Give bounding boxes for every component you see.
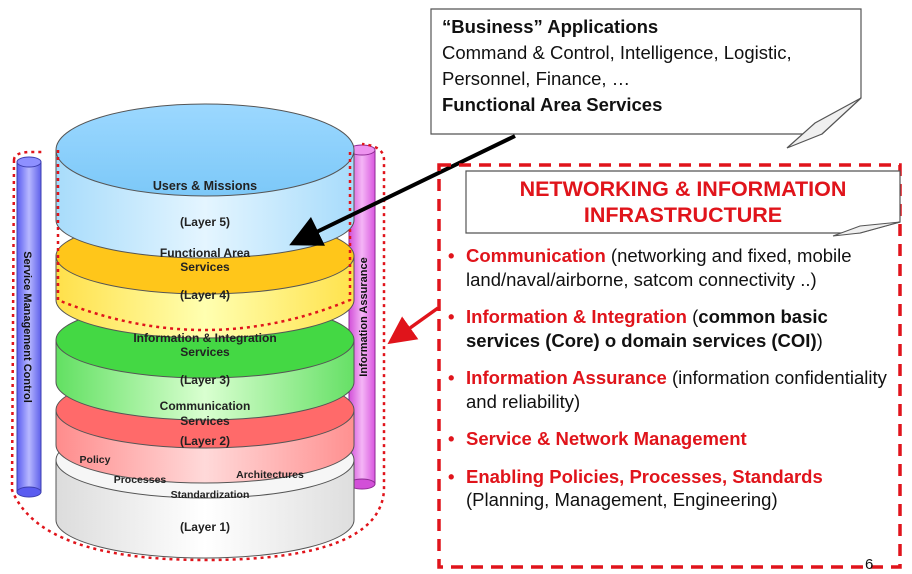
layer4-label: (Layer 4) — [180, 288, 230, 302]
bullet-dot: • — [448, 428, 455, 449]
list-item: • Communication (networking and fixed, m… — [446, 244, 901, 291]
layer-5-disk — [55, 103, 355, 259]
list-item: • Enabling Policies, Processes, Standard… — [446, 465, 901, 512]
bullet-dot: • — [448, 367, 455, 388]
item-rest: (networking and fixed, mobile land/naval… — [466, 245, 852, 290]
layer1-processes: Processes — [114, 474, 167, 486]
layer1-policy: Policy — [80, 454, 111, 466]
infrastructure-list: • Communication (networking and fixed, m… — [446, 244, 901, 526]
layer3-title-line1: Information & Integration — [133, 331, 276, 345]
item-head: Information & Integration — [466, 306, 687, 327]
callout-line1: Command & Control, Intelligence, Logisti… — [442, 42, 792, 63]
layer4-title-line1: Functional Area — [160, 246, 251, 260]
bullet-dot: • — [448, 465, 455, 487]
stack-dotted-outline — [10, 142, 386, 562]
assurance-arrow — [387, 306, 440, 345]
layer1-architectures: Architectures — [236, 469, 304, 481]
item-head: Service & Network Management — [466, 428, 747, 449]
item-rest: (Planning, Management, Engineering) — [466, 489, 778, 510]
bullet-dot: • — [448, 245, 455, 266]
layer2-title-line1: Communication — [160, 399, 251, 413]
banner-line2: INFRASTRUCTURE — [583, 203, 783, 227]
information-assurance-label: Information Assurance — [358, 257, 370, 376]
bullet-dot: • — [448, 306, 455, 327]
callout-fold — [786, 97, 862, 149]
banner-fold — [832, 221, 901, 237]
list-item: • Information & Integration (common basi… — [446, 305, 901, 352]
service-management-label: Service Management Control — [21, 251, 33, 403]
callout-title: “Business” Applications — [442, 16, 659, 37]
layer1-label: (Layer 1) — [180, 520, 230, 534]
layer1-standardization: Standardization — [171, 489, 250, 501]
callout-text: “Business” Applications Command & Contro… — [442, 14, 852, 118]
layer5-title: Users & Missions — [153, 179, 257, 193]
item-rest: (information confidentiality and reliabi… — [466, 367, 887, 412]
item-tail: ) — [816, 329, 823, 351]
service-management-pillar — [16, 156, 42, 498]
callout-arrow — [289, 134, 516, 246]
callout-line3: Functional Area Services — [442, 94, 663, 115]
functional-area-dotted-outline — [56, 150, 352, 332]
layer3-title-line2: Services — [180, 345, 230, 359]
item-bold: common basic services (Core) o domain se… — [466, 306, 828, 351]
item-mid: ( — [686, 306, 699, 327]
layer4-title-line2: Services — [180, 260, 230, 274]
page-number: 6 — [865, 556, 874, 573]
item-head: Information Assurance — [466, 367, 667, 388]
banner-line1: NETWORKING & INFORMATION — [519, 177, 847, 201]
item-head: Communication — [466, 245, 606, 266]
list-item: • Service & Network Management — [446, 427, 901, 451]
layer3-label: (Layer 3) — [180, 373, 230, 387]
list-item: • Information Assurance (information con… — [446, 366, 901, 413]
layer2-title-line2: Services — [180, 414, 230, 428]
banner-text: NETWORKING & INFORMATION INFRASTRUCTURE — [466, 176, 900, 228]
infrastructure-frame — [437, 163, 902, 569]
layer5-label: (Layer 5) — [180, 215, 230, 229]
item-head: Enabling Policies, Processes, Standards — [466, 465, 823, 487]
layer2-label: (Layer 2) — [180, 434, 230, 448]
callout-line2: Personnel, Finance, … — [442, 68, 631, 89]
